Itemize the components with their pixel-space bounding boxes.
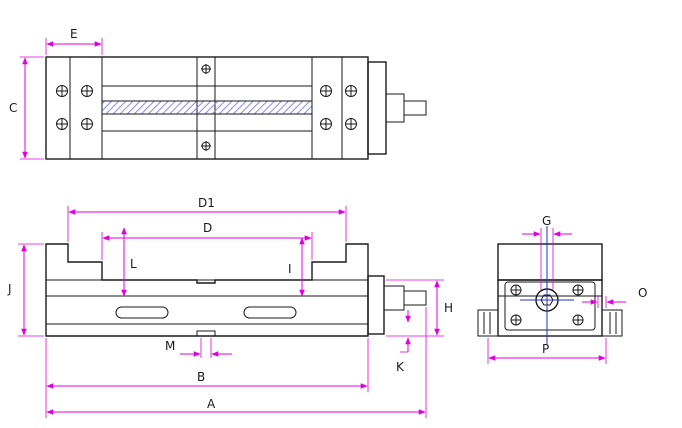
handle-shaft bbox=[403, 100, 427, 116]
dim-label-m: M bbox=[165, 339, 175, 353]
dim-label-d1: D1 bbox=[198, 196, 215, 210]
dim-label-e: E bbox=[70, 27, 78, 41]
front-view-body bbox=[45, 243, 369, 337]
dim-label-h: H bbox=[444, 301, 453, 315]
top-view: E C bbox=[9, 27, 427, 160]
slot-right bbox=[243, 306, 297, 319]
dim-label-k: K bbox=[396, 360, 405, 374]
side-view: G O P bbox=[477, 214, 647, 364]
dim-label-p: P bbox=[542, 342, 549, 356]
slot-left bbox=[115, 306, 169, 319]
dim-label-g: G bbox=[542, 214, 551, 228]
dim-label-a: A bbox=[207, 397, 216, 411]
dim-label-b: B bbox=[197, 370, 205, 384]
side-bolt-icon-group bbox=[510, 284, 584, 326]
dim-label-l: L bbox=[130, 257, 137, 271]
end-cap bbox=[367, 61, 387, 155]
dim-label-d: D bbox=[203, 221, 212, 235]
dim-label-c: C bbox=[9, 101, 17, 115]
lead-screw-hatch bbox=[101, 100, 313, 115]
dim-label-o: O bbox=[638, 286, 647, 300]
dim-label-j: J bbox=[7, 282, 12, 296]
handle-shaft-front bbox=[403, 290, 427, 306]
side-view-jaw bbox=[497, 243, 603, 281]
dim-label-i: I bbox=[288, 262, 292, 276]
bolt-icon-group bbox=[56, 64, 357, 151]
front-view: D1 D L I J H K M B bbox=[7, 196, 453, 418]
side-view-body bbox=[497, 279, 603, 337]
